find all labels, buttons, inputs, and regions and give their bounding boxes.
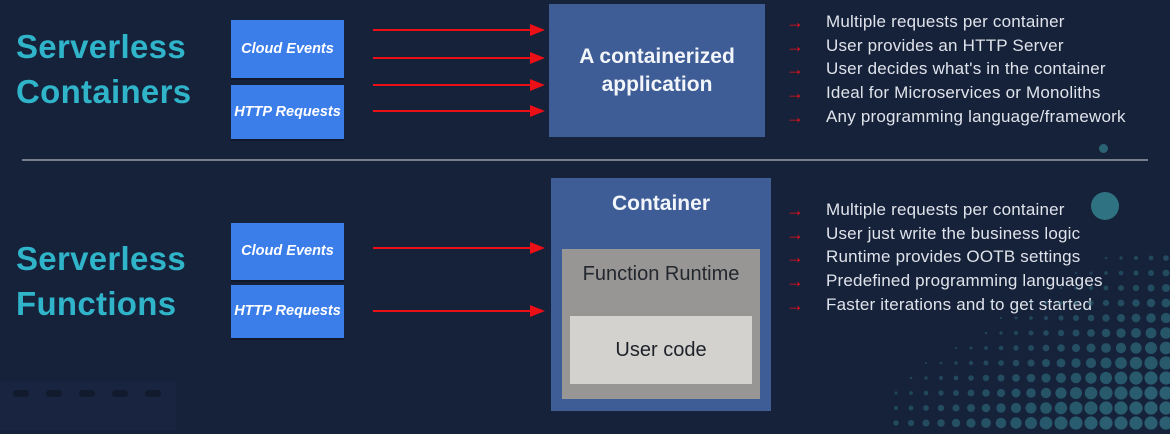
bullet-item: → Multiple requests per container bbox=[786, 198, 1103, 222]
red-arrow-icon: → bbox=[786, 13, 804, 31]
bullet-label: Multiple requests per container bbox=[826, 12, 1065, 32]
user-code-box: User code bbox=[570, 316, 752, 384]
cloud-events-box: Cloud Events bbox=[231, 20, 344, 78]
red-arrow-icon: → bbox=[786, 225, 804, 243]
http-requests-box: HTTP Requests bbox=[231, 85, 344, 139]
containerized-application-box: A containerized application bbox=[549, 4, 765, 137]
container-title: Container bbox=[551, 192, 771, 216]
ghost-key bbox=[145, 390, 161, 397]
bullet-label: User provides an HTTP Server bbox=[826, 36, 1064, 56]
http-requests-label: HTTP Requests bbox=[234, 103, 341, 121]
faint-keyboard-ghost bbox=[0, 382, 176, 431]
flow-arrow bbox=[373, 242, 545, 254]
flow-arrow bbox=[373, 79, 545, 91]
section-heading-functions: Serverless Functions bbox=[16, 236, 186, 326]
red-arrow-icon: → bbox=[786, 296, 804, 314]
flow-arrow bbox=[373, 105, 545, 117]
flow-arrow bbox=[373, 305, 545, 317]
red-arrow-icon: → bbox=[786, 60, 804, 78]
cloud-events-box: Cloud Events bbox=[231, 223, 344, 280]
containers-bullet-list: → Multiple requests per container → User p… bbox=[786, 10, 1126, 128]
teal-dot-large bbox=[1091, 192, 1119, 220]
bullet-item: → User decides what's in the container bbox=[786, 57, 1126, 81]
halftone-dot-pattern bbox=[892, 254, 1170, 434]
cloud-events-label: Cloud Events bbox=[241, 40, 334, 58]
bullet-label: Ideal for Microservices or Monoliths bbox=[826, 83, 1101, 103]
bullet-item: → Multiple requests per container bbox=[786, 10, 1126, 34]
container-box: Container Function Runtime User code bbox=[551, 178, 771, 411]
bullet-item: → User just write the business logic bbox=[786, 222, 1103, 246]
bullet-item: → Any programming language/framework bbox=[786, 105, 1126, 129]
red-arrow-icon: → bbox=[786, 37, 804, 55]
bullet-label: User decides what's in the container bbox=[826, 59, 1106, 79]
ghost-key bbox=[112, 390, 128, 397]
http-requests-box: HTTP Requests bbox=[231, 285, 344, 338]
bullet-item: → Ideal for Microservices or Monoliths bbox=[786, 81, 1126, 105]
user-code-label: User code bbox=[615, 339, 706, 362]
red-arrow-icon: → bbox=[786, 201, 804, 219]
bullet-label: Any programming language/framework bbox=[826, 107, 1126, 127]
bullet-item: → User provides an HTTP Server bbox=[786, 34, 1126, 58]
red-arrow-icon: → bbox=[786, 248, 804, 266]
function-runtime-box: Function Runtime User code bbox=[562, 249, 760, 399]
section-heading-containers: Serverless Containers bbox=[16, 24, 191, 114]
teal-dot-small bbox=[1099, 144, 1108, 153]
red-arrow-icon: → bbox=[786, 108, 804, 126]
red-arrow-icon: → bbox=[786, 272, 804, 290]
red-arrow-icon: → bbox=[786, 84, 804, 102]
containerized-application-label: A containerized application bbox=[573, 43, 741, 98]
ghost-key bbox=[46, 390, 62, 397]
flow-arrow bbox=[373, 24, 545, 36]
bullet-label: User just write the business logic bbox=[826, 224, 1080, 244]
ghost-key bbox=[13, 390, 29, 397]
http-requests-label: HTTP Requests bbox=[234, 302, 341, 320]
function-runtime-label: Function Runtime bbox=[562, 249, 760, 286]
section-divider bbox=[22, 159, 1148, 161]
ghost-key bbox=[79, 390, 95, 397]
bullet-label: Multiple requests per container bbox=[826, 200, 1065, 220]
flow-arrow bbox=[373, 52, 545, 64]
cloud-events-label: Cloud Events bbox=[241, 242, 334, 260]
